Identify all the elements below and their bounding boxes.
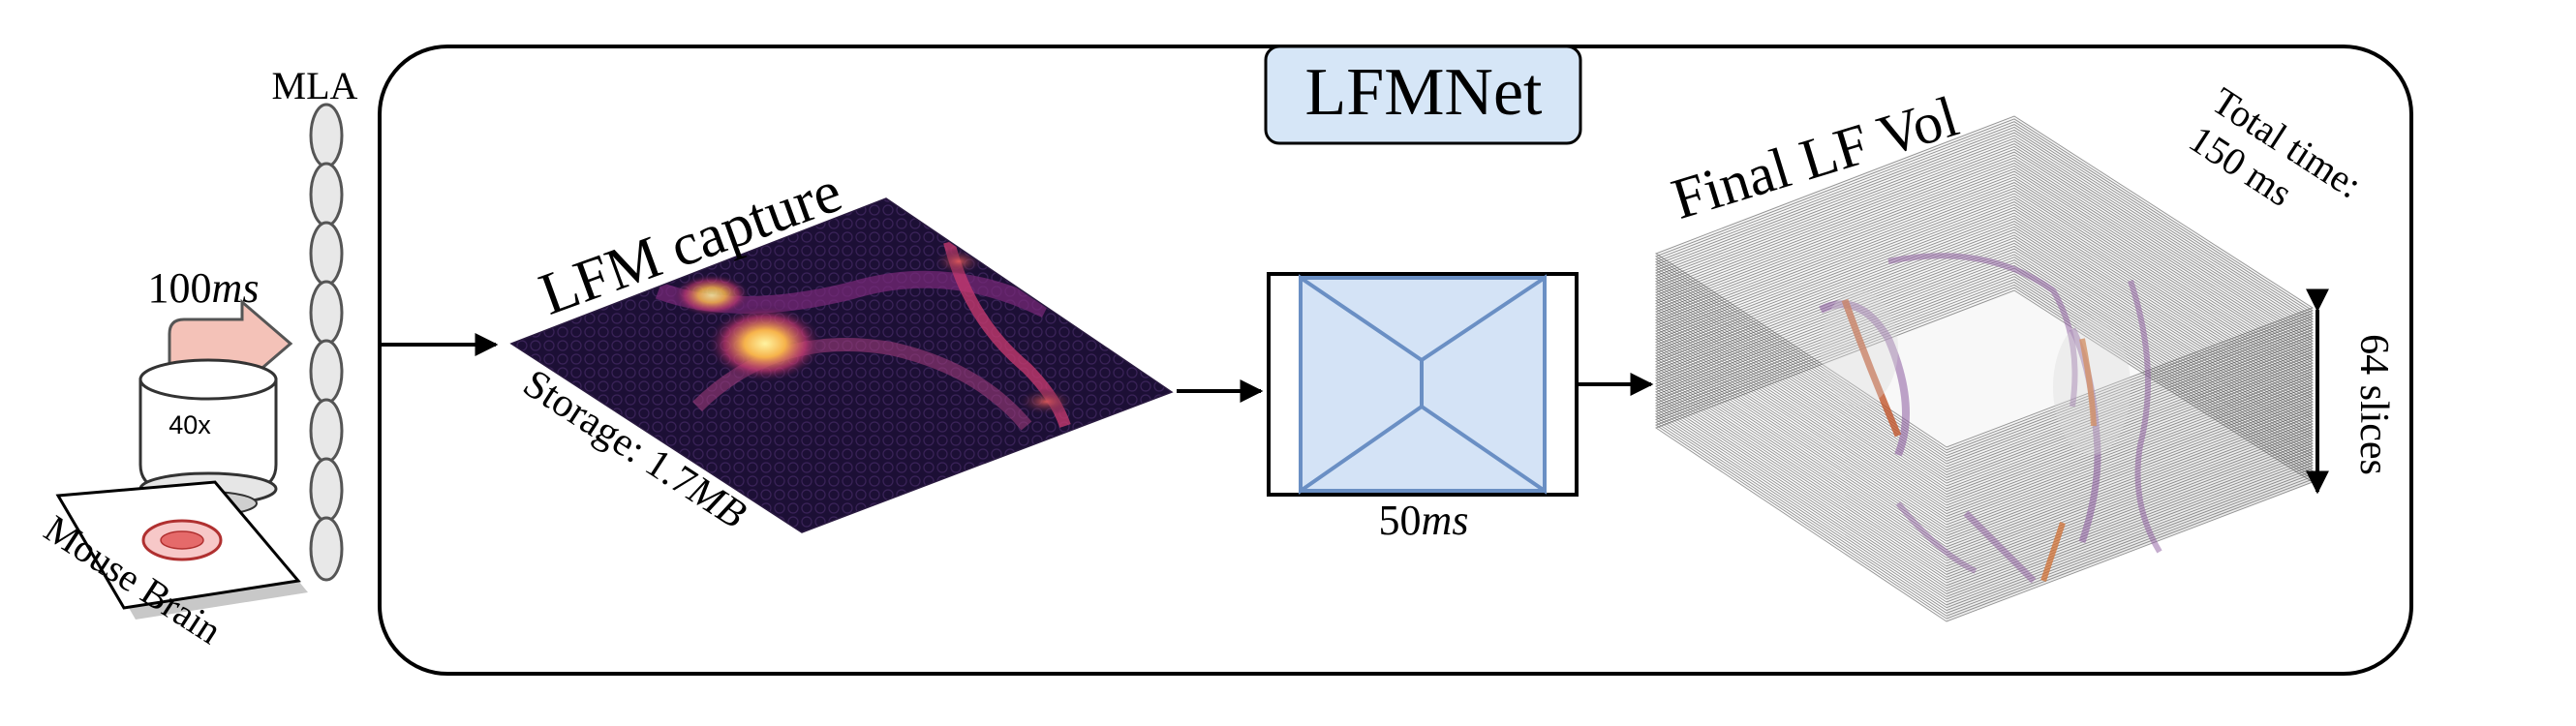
microlens-array xyxy=(309,103,344,582)
title-box xyxy=(1264,45,1582,145)
mla-label: MLA xyxy=(272,64,358,107)
slice-count-label: 64 slices xyxy=(2351,334,2396,475)
microlens xyxy=(309,398,344,464)
microlens xyxy=(309,339,344,405)
network-time-label: 50ms xyxy=(1379,497,1469,544)
volume-traces xyxy=(1819,253,2162,584)
microlens xyxy=(309,457,344,523)
microlens xyxy=(309,162,344,227)
microscope-setup: MLA 100ms 40x Mouse Brain xyxy=(37,64,358,652)
microlens xyxy=(309,103,344,168)
microlens xyxy=(309,516,344,582)
network-block xyxy=(1267,272,1579,497)
total-time-label: Total time: 150 ms xyxy=(2180,78,2377,249)
microlens xyxy=(309,221,344,287)
volume-front-face xyxy=(1947,308,2313,621)
exposure-time-label: 100ms xyxy=(148,264,260,312)
objective-label: 40x xyxy=(169,410,211,439)
microlens xyxy=(309,280,344,346)
title-label: LFMNet xyxy=(1305,55,1544,130)
